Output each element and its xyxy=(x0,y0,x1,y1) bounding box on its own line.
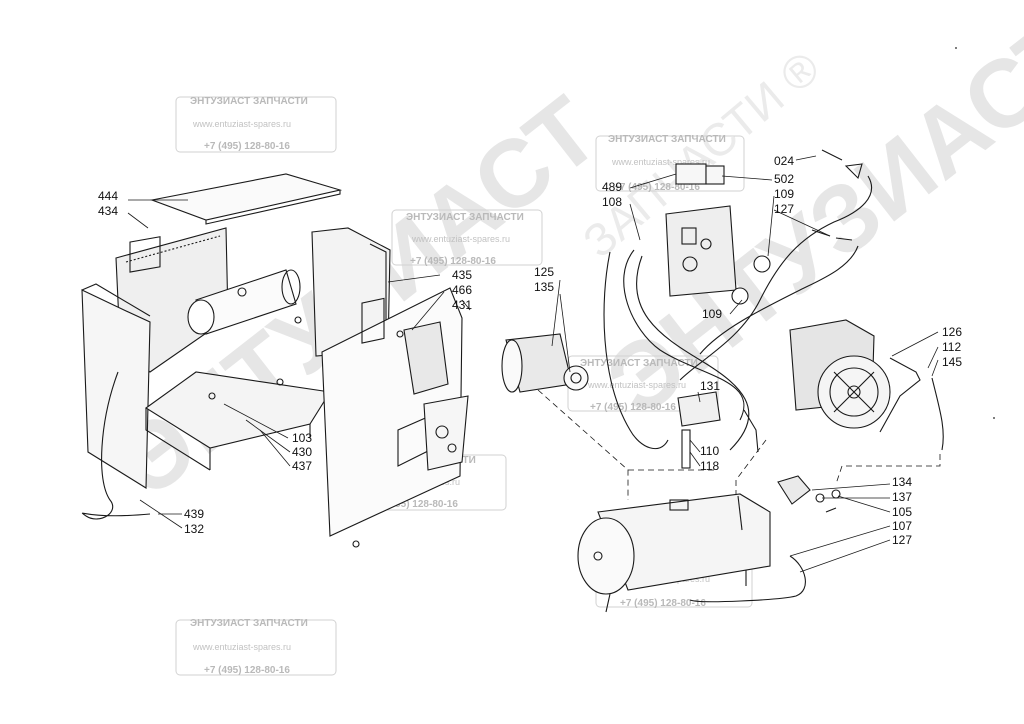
svg-text:www.entuziast-spares.ru: www.entuziast-spares.ru xyxy=(411,234,510,244)
callout-127-top: 127 xyxy=(774,202,794,216)
svg-text:+7 (495) 128-80-16: +7 (495) 128-80-16 xyxy=(372,499,458,510)
callout-110: 110 xyxy=(700,444,719,458)
callout-118: 118 xyxy=(700,459,719,473)
callout-labels-right-bottom: 134 137 105 107 127 xyxy=(892,475,912,547)
electric-motor xyxy=(501,333,589,393)
callout-109-low: 109 xyxy=(702,307,722,321)
callout-145: 145 xyxy=(942,355,962,369)
watermark-box-mid-left: ЭНТУЗИАСТ ЗАПЧАСТИ www.entuziast-spares.… xyxy=(391,209,543,267)
svg-text:www.entuziast-spares.ru: www.entuziast-spares.ru xyxy=(192,119,291,129)
compressor-pump xyxy=(789,319,944,451)
unloader-fittings xyxy=(777,475,841,513)
svg-text:+7 (495) 128-80-16: +7 (495) 128-80-16 xyxy=(614,182,700,193)
callout-126: 126 xyxy=(942,325,962,339)
speck xyxy=(955,47,957,49)
svg-text:www.entuziast-spares.ru: www.entuziast-spares.ru xyxy=(587,380,686,390)
air-hoses xyxy=(603,175,873,603)
callout-labels-right-top: 024 502 489 108 109 127 125 135 109 xyxy=(534,154,794,321)
callout-502: 502 xyxy=(774,172,794,186)
callout-108: 108 xyxy=(602,195,622,209)
guide-lines xyxy=(537,389,941,500)
callout-439: 439 xyxy=(184,507,204,521)
callout-134: 134 xyxy=(892,475,912,489)
callout-132: 132 xyxy=(184,522,204,536)
callout-labels-left: 444 434 435 466 431 103 430 437 439 132 xyxy=(98,189,472,536)
svg-text:+7 (495) 128-80-16: +7 (495) 128-80-16 xyxy=(204,141,290,152)
callout-431: 431 xyxy=(452,298,472,312)
svg-text:+7 (495) 128-80-16: +7 (495) 128-80-16 xyxy=(620,598,706,609)
callout-103: 103 xyxy=(292,431,312,445)
speck xyxy=(993,417,995,419)
svg-text:ЭНТУЗИАСТ ЗАПЧАСТИ: ЭНТУЗИАСТ ЗАПЧАСТИ xyxy=(190,618,308,629)
cabinet-assembly xyxy=(81,173,469,548)
callout-434: 434 xyxy=(98,204,118,218)
callout-024: 024 xyxy=(774,154,794,168)
watermark-box-bottom-left: ЭНТУЗИАСТ ЗАПЧАСТИ www.entuziast-spares.… xyxy=(175,618,337,676)
svg-text:ЭНТУЗИАСТ ЗАПЧАСТИ: ЭНТУЗИАСТ ЗАПЧАСТИ xyxy=(580,358,698,369)
callout-466: 466 xyxy=(452,283,472,297)
callout-labels-right-mid: 126 112 145 131 110 118 xyxy=(700,325,962,473)
svg-text:+7 (495) 128-80-16: +7 (495) 128-80-16 xyxy=(204,665,290,676)
callout-109-top: 109 xyxy=(774,187,794,201)
watermark-box-top-right: ЭНТУЗИАСТ ЗАПЧАСТИ www.entuziast-spares.… xyxy=(595,134,745,193)
callout-489: 489 xyxy=(602,180,622,194)
callout-112: 112 xyxy=(942,340,961,354)
callout-437: 437 xyxy=(292,459,312,473)
callout-435: 435 xyxy=(452,268,472,282)
main-air-tank xyxy=(577,493,771,613)
svg-text:www.entuziast-spares.ru: www.entuziast-spares.ru xyxy=(611,157,710,167)
svg-text:+7 (495) 128-80-16: +7 (495) 128-80-16 xyxy=(590,402,676,413)
svg-text:ЭНТУЗИАСТ ЗАПЧАСТИ: ЭНТУЗИАСТ ЗАПЧАСТИ xyxy=(608,134,726,145)
small-air-tank xyxy=(187,269,301,335)
leader-lines xyxy=(127,155,939,573)
svg-text:www.entuziast-spares.ru: www.entuziast-spares.ru xyxy=(192,642,291,652)
pressure-switch-assembly xyxy=(665,149,863,305)
callout-125: 125 xyxy=(534,265,554,279)
relay-valve-assembly xyxy=(677,391,759,469)
svg-text:+7 (495) 128-80-16: +7 (495) 128-80-16 xyxy=(410,256,496,267)
callout-107: 107 xyxy=(892,519,912,533)
svg-text:ЭНТУЗИАСТ ЗАПЧАСТИ: ЭНТУЗИАСТ ЗАПЧАСТИ xyxy=(190,96,308,107)
svg-text:ЭНТУЗИАСТ ЗАПЧАСТИ: ЭНТУЗИАСТ ЗАПЧАСТИ xyxy=(406,212,524,223)
callout-105: 105 xyxy=(892,505,912,519)
callout-444: 444 xyxy=(98,189,118,203)
callout-430: 430 xyxy=(292,445,312,459)
callout-127-bottom: 127 xyxy=(892,533,912,547)
watermark-box-top-left: ЭНТУЗИАСТ ЗАПЧАСТИ www.entuziast-spares.… xyxy=(175,96,337,153)
callout-135: 135 xyxy=(534,280,554,294)
callout-131: 131 xyxy=(700,379,720,393)
callout-137: 137 xyxy=(892,490,912,504)
